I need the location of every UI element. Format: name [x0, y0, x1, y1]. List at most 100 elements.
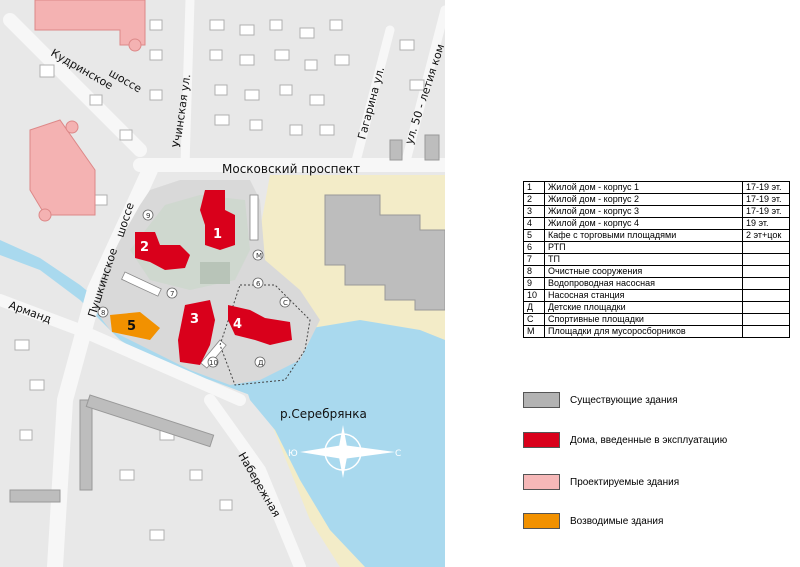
color-key-item: Дома, введенные в эксплуатацию: [523, 432, 727, 448]
legend-cell-name: Площадки для мусоросборников: [544, 325, 743, 338]
marker-s: С: [283, 299, 288, 307]
building-5: [110, 312, 160, 340]
legend-cell-num: 5: [523, 229, 545, 242]
color-key-swatch: [523, 474, 560, 490]
color-key-label: Возводимые здания: [570, 515, 664, 527]
color-key-label: Существующие здания: [570, 394, 678, 406]
marker-7: 7: [170, 290, 174, 298]
marker-8: 8: [101, 309, 105, 317]
legend-cell-floors: [742, 265, 790, 278]
legend-cell-num: 1: [523, 181, 545, 194]
legend-cell-num: 2: [523, 193, 545, 206]
legend-cell-num: Д: [523, 301, 545, 314]
building-2-label: 2: [140, 240, 149, 255]
legend-cell-floors: 17-19 эт.: [742, 181, 790, 194]
building-4-label: 4: [233, 317, 242, 332]
legend-cell-num: М: [523, 325, 545, 338]
color-key-swatch: [523, 432, 560, 448]
color-key-label: Дома, введенные в эксплуатацию: [570, 434, 728, 446]
legend-cell-floors: 2 эт+цок: [742, 229, 790, 242]
compass-rose: [300, 425, 395, 478]
compass-north: С: [395, 449, 401, 459]
legend-cell-floors: [742, 301, 790, 314]
legend-cell-num: 9: [523, 277, 545, 290]
marker-d: Д: [258, 359, 264, 367]
projected-building-1: [34, 0, 146, 46]
road-uchinskaya: [180, 0, 195, 170]
existing-large-building: [324, 194, 445, 311]
legend-cell-floors: 17-19 эт.: [742, 193, 790, 206]
legend-cell-name: Детские площадки: [544, 301, 743, 314]
building-1: [200, 190, 235, 250]
legend-cell-name: Жилой дом - корпус 4: [544, 217, 743, 230]
road-armand: [0, 294, 246, 406]
building-3: [178, 300, 215, 365]
sport-field: [200, 262, 230, 284]
color-key-item: Возводимые здания: [523, 513, 663, 529]
street-moskovsky: Московский проспект: [222, 162, 360, 176]
legend-cell-name: РТП: [544, 241, 743, 254]
legend-cell-floors: [742, 277, 790, 290]
legend-cell-floors: [742, 313, 790, 326]
marker-6: 6: [256, 280, 261, 288]
color-key-swatch: [523, 513, 560, 529]
legend-cell-num: 10: [523, 289, 545, 302]
building-3-label: 3: [190, 312, 199, 327]
building-5-label: 5: [127, 319, 136, 334]
legend-cell-floors: [742, 253, 790, 266]
legend-cell-num: 7: [523, 253, 545, 266]
legend-cell-name: Водопроводная насосная: [544, 277, 743, 290]
legend-cell-name: Спортивные площадки: [544, 313, 743, 326]
legend-cell-floors: 19 эт.: [742, 217, 790, 230]
legend-cell-name: ТП: [544, 253, 743, 266]
site-map: 1 2 3 4 5 6 7 8 9 10 С М Д Ю С Кудринско…: [0, 0, 445, 567]
road-gagarina: [350, 25, 395, 170]
legend-cell-name: Жилой дом - корпус 3: [544, 205, 743, 218]
legend-cell-num: 6: [523, 241, 545, 254]
legend-cell-floors: [742, 325, 790, 338]
legend-cell-floors: [742, 241, 790, 254]
legend-cell-name: Кафе с торговыми площадями: [544, 229, 743, 242]
color-key-swatch: [523, 392, 560, 408]
road-50-let: [400, 5, 445, 170]
compass-south: Ю: [288, 449, 298, 459]
legend-cell-num: 3: [523, 205, 545, 218]
color-key-item: Существующие здания: [523, 392, 678, 408]
legend-cell-floors: 17-19 эт.: [742, 205, 790, 218]
legend-cell-name: Жилой дом - корпус 1: [544, 181, 743, 194]
projected-building-2: [29, 119, 96, 216]
legend-cell-num: С: [523, 313, 545, 326]
legend-cell-name: Насосная станция: [544, 289, 743, 302]
marker-10: 10: [209, 359, 218, 367]
color-key-label: Проектируемые здания: [570, 476, 680, 488]
legend-cell-num: 8: [523, 265, 545, 278]
phase-boundary: [219, 284, 311, 386]
legend-cell-name: Очистные сооружения: [544, 265, 743, 278]
building-4: [228, 305, 292, 345]
marker-9: 9: [146, 212, 150, 220]
marker-m: М: [256, 252, 262, 260]
river-label: р.Серебрянка: [280, 407, 367, 421]
legend-cell-name: Жилой дом - корпус 2: [544, 193, 743, 206]
road-naberezhnaya: [204, 394, 306, 567]
road-pushkinskoe: [47, 162, 158, 567]
building-2: [135, 232, 190, 270]
color-key-item: Проектируемые здания: [523, 474, 679, 490]
building-1-label: 1: [213, 227, 222, 242]
road-kudrinskoe: [3, 13, 147, 157]
legend-cell-num: 4: [523, 217, 545, 230]
